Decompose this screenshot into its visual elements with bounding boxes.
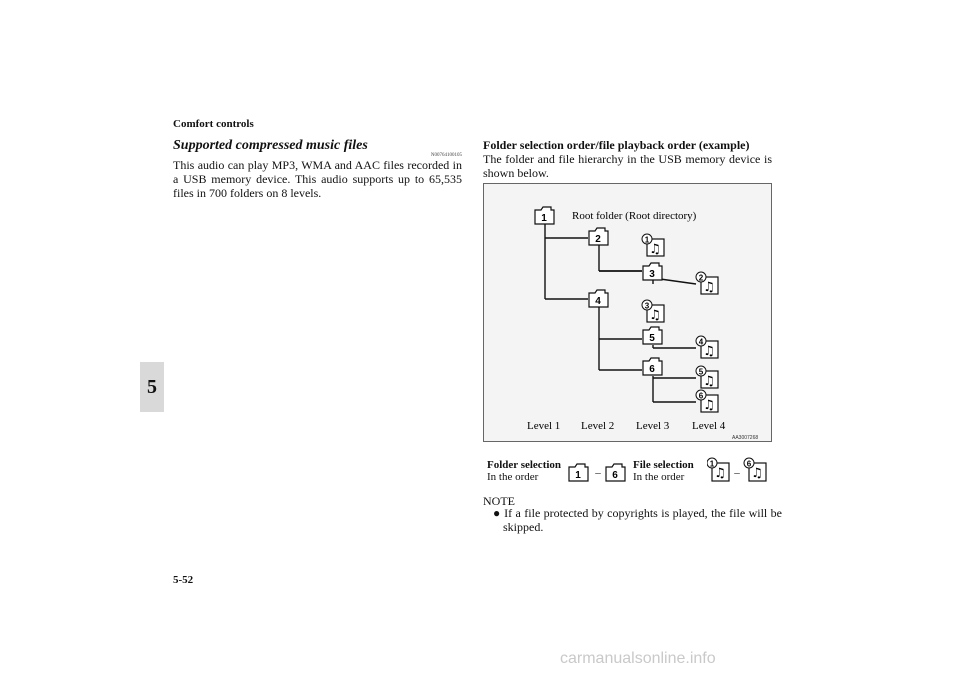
svg-text:♫: ♫	[703, 398, 715, 413]
music-file-5: ♫ 5	[695, 365, 719, 389]
folder-2: 2	[588, 227, 609, 246]
figure-reference-code: AA3007268	[732, 435, 758, 441]
tree-lines	[544, 224, 697, 403]
range-dash: –	[594, 467, 601, 479]
music-file-6: ♫ 6	[695, 389, 719, 413]
folder-6: 6	[642, 357, 663, 376]
svg-text:♫: ♫	[703, 344, 715, 359]
level-labels: Level 1 Level 2 Level 3 Level 4	[527, 420, 726, 432]
level-3-label: Level 3	[636, 420, 670, 432]
svg-text:♫: ♫	[649, 308, 661, 323]
running-header: Comfort controls	[173, 118, 254, 130]
folder-number: 4	[595, 296, 601, 307]
hierarchy-diagram: 1 Root folder (Root directory) 2 3 4 5 6…	[527, 206, 758, 441]
note-text: If a file protected by copyrights is pla…	[503, 506, 783, 534]
folder-3: 3	[642, 262, 663, 281]
page-number: 5-52	[173, 574, 194, 586]
folder-selection-label: Folder selection In the order	[487, 459, 561, 483]
file-number: 1	[645, 236, 650, 245]
file-range-start: 1	[710, 460, 715, 469]
bullet-icon: ●	[493, 506, 501, 520]
section-body: This audio can play MP3, WMA and AAC fil…	[173, 158, 462, 200]
svg-text:♫: ♫	[703, 280, 715, 295]
document-code: N00764100105	[430, 153, 462, 158]
file-selection-title: File selection	[633, 459, 694, 471]
file-selection-label: File selection In the order	[633, 459, 694, 483]
range-dash: –	[733, 467, 740, 479]
figure-title: Folder selection order/file playback ord…	[483, 138, 750, 152]
svg-text:♫: ♫	[703, 374, 715, 389]
file-number: 3	[645, 302, 650, 311]
file-number: 2	[699, 274, 704, 283]
chapter-tab: 5	[140, 362, 164, 412]
music-file-4: ♫ 4	[695, 335, 719, 359]
file-range-icons: ♫ 1 – ♫ 6	[707, 457, 767, 482]
root-folder-label: Root folder (Root directory)	[572, 210, 697, 222]
folder-range-start: 1	[575, 470, 581, 481]
level-4-label: Level 4	[692, 420, 726, 432]
file-range-end: 6	[747, 460, 752, 469]
section-title: Supported compressed music files	[173, 138, 368, 153]
folder-number: 6	[649, 364, 655, 375]
right-column: Folder selection order/file playback ord…	[483, 138, 772, 180]
folder-5: 5	[642, 326, 663, 345]
music-file-3: ♫ 3	[641, 299, 665, 323]
level-2-label: Level 2	[581, 420, 614, 432]
folder-number: 5	[649, 333, 655, 344]
file-number: 6	[699, 392, 704, 401]
folder-number: 2	[595, 234, 601, 245]
folder-selection-title: Folder selection	[487, 459, 562, 471]
svg-text:♫: ♫	[649, 242, 661, 257]
file-selection-order: In the order	[633, 471, 685, 483]
note-item: ● If a file protected by copyrights is p…	[493, 506, 782, 534]
figure-intro: The folder and file hierarchy in the USB…	[483, 152, 772, 180]
folder-number: 1	[541, 213, 547, 224]
left-column: Supported compressed music files N007641…	[173, 138, 462, 200]
music-file-2: ♫ 2	[695, 271, 719, 295]
hierarchy-figure: 1 Root folder (Root directory) 2 3 4 5 6…	[483, 183, 772, 442]
level-1-label: Level 1	[527, 420, 560, 432]
file-number: 5	[699, 368, 704, 377]
file-number: 4	[699, 338, 704, 347]
svg-text:♫: ♫	[714, 466, 726, 481]
note-heading: NOTE	[483, 494, 515, 508]
folder-4: 4	[588, 289, 609, 308]
folder-selection-order: In the order	[487, 471, 539, 483]
svg-text:♫: ♫	[751, 466, 763, 481]
folder-range-end: 6	[612, 470, 618, 481]
music-file-1: ♫ 1	[641, 233, 665, 257]
folder-1: 1	[534, 206, 555, 225]
watermark-footer: carmanualsonline.info	[560, 650, 716, 667]
folder-number: 3	[649, 269, 655, 280]
folder-range-icons: 1 – 6	[568, 463, 626, 482]
